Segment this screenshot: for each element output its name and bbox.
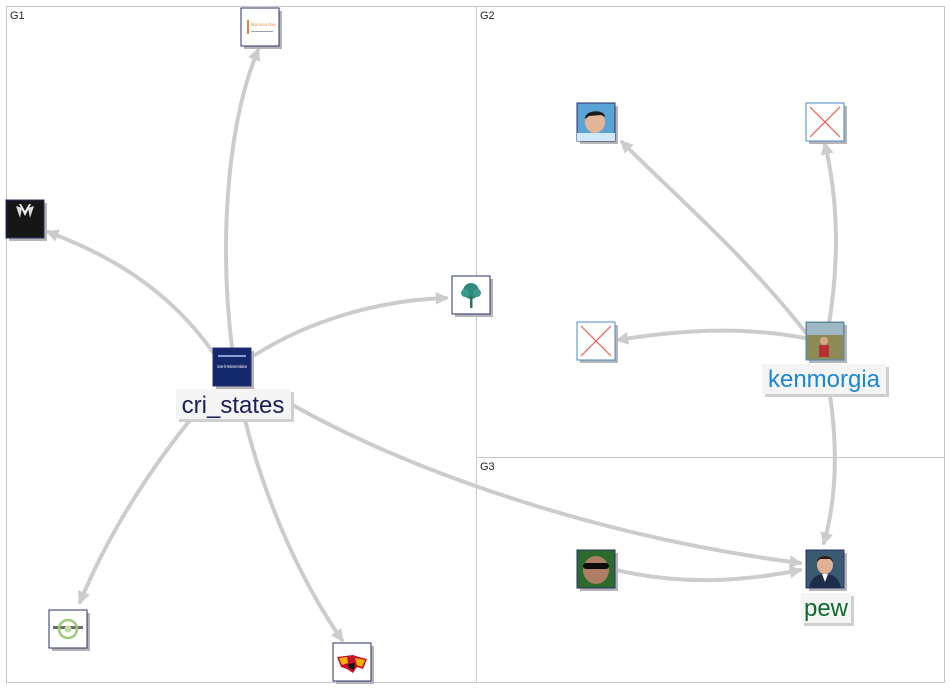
seal-logo-core: [65, 626, 72, 633]
node-missing-1[interactable]: [806, 103, 847, 144]
tree-leaf-right: [473, 289, 481, 297]
label-pew: pew: [801, 593, 854, 626]
illinois-logo-bar: [247, 20, 249, 34]
tree-leaf-left: [461, 289, 469, 297]
edges-layer: [48, 50, 836, 640]
illinois-logo-line: [251, 31, 273, 32]
edge-kenmorgia-to-person: [622, 142, 810, 338]
node-sunglasses[interactable]: [577, 550, 618, 591]
outdoor-photo-shirt: [819, 345, 829, 357]
edge-cri-to-maryland: [245, 420, 342, 640]
node-retirement[interactable]: [49, 610, 90, 651]
edge-kenmorgia-to-pew: [824, 395, 835, 543]
node-pew[interactable]: [806, 550, 847, 591]
edge-sunglasses-to-pew: [616, 570, 800, 580]
group-g3-box: [477, 458, 945, 683]
node-kenmorgia[interactable]: [806, 322, 847, 363]
pew-label: pew: [804, 595, 849, 622]
group-g3: G3: [477, 458, 945, 683]
label-cri-states: cri_states: [176, 389, 294, 422]
edge-cri-to-retirement: [80, 420, 190, 602]
node-tuxedo[interactable]: [6, 200, 47, 241]
kenmorgia-label: kenmorgia: [768, 366, 881, 393]
edge-cri-to-illinois: [226, 50, 258, 348]
node-tree[interactable]: [452, 276, 493, 317]
node-person-pillow[interactable]: [577, 103, 618, 144]
edge-cri-to-pew: [275, 395, 800, 563]
cri-logo-stripe: [218, 355, 246, 357]
cri-states-label: cri_states: [182, 392, 285, 419]
person-photo-pillow: [577, 133, 615, 141]
node-missing-2[interactable]: [577, 322, 618, 363]
sunglasses-lenses: [583, 563, 609, 569]
node-illinois[interactable]: Illinois Secure Choice: [241, 8, 282, 49]
edge-cri-to-tree: [255, 298, 446, 355]
edge-kenmorgia-to-missing1: [825, 144, 836, 330]
illinois-secure-choice-logo: Illinois Secure Choice: [251, 22, 276, 27]
cri-logo-text: Center for Retirement Initiatives: [217, 364, 247, 370]
group-g3-label: G3: [480, 461, 495, 473]
group-g1-label: G1: [10, 10, 25, 22]
tuxedo-avatar: [6, 200, 44, 238]
outdoor-photo-head: [820, 337, 828, 345]
outdoor-photo-sky: [807, 323, 843, 335]
edge-cri-to-tuxedo: [48, 232, 215, 355]
node-frame: [241, 8, 279, 46]
label-kenmorgia: kenmorgia: [762, 364, 889, 397]
node-cri-states[interactable]: Center for Retirement Initiatives: [213, 348, 254, 389]
sunglasses-face: [583, 556, 609, 584]
edge-kenmorgia-to-missing2: [618, 331, 805, 340]
group-g2-label: G2: [480, 10, 495, 22]
node-maryland[interactable]: [333, 643, 374, 684]
tree-trunk: [470, 296, 473, 308]
